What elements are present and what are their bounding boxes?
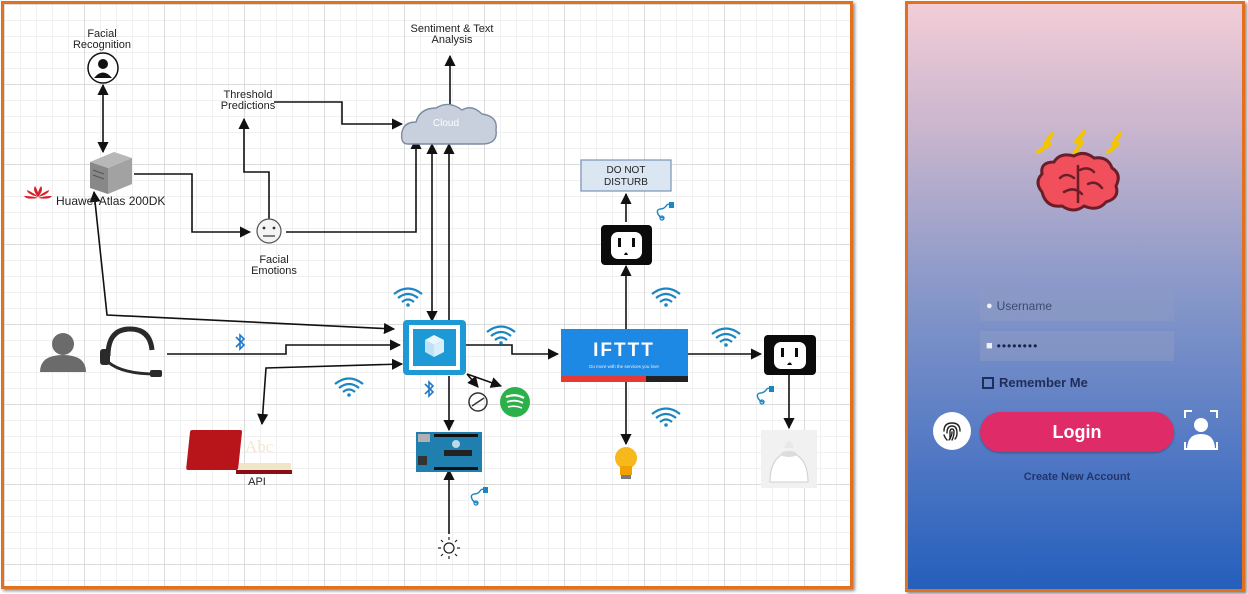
mobile-login-screen: ● Username ■ •••••••• Remember Me Login [905,1,1245,592]
wifi-icon [333,377,365,398]
user-icon: ● [986,300,993,312]
ifttt-banner: IFTTT Do more with the services you love [561,329,688,382]
diagram-canvas: Abc [24,52,817,559]
plug-icon [470,486,489,506]
smart-socket-icon [764,335,816,375]
password-field[interactable]: ■ •••••••• [980,331,1174,361]
link-emotions-to-threshold [238,117,270,220]
gauge-icon [468,392,488,412]
label-sentiment-analysis: Sentiment & Text Analysis [410,23,494,46]
label-facial-emotions: Facial Emotions [251,254,297,277]
arduino-board-icon [416,432,482,472]
bluetooth-icon [424,381,434,397]
login-button[interactable]: Login [980,412,1174,452]
do-not-disturb-sign: DO NOT DISTURB [580,159,672,192]
link-headset-to-hub [167,339,402,355]
fingerprint-button[interactable] [933,412,971,450]
smart-socket-icon [601,225,652,265]
fingerprint-icon [943,422,961,441]
dictionary-book-icon: Abc [186,430,292,474]
dnd-line-2: DISTURB [604,177,648,188]
wifi-icon [710,327,742,348]
cloud-icon [400,103,497,145]
link-hub-to-ifttt [466,344,560,360]
remember-me-checkbox[interactable] [982,376,994,389]
link-hub-to-spotify [466,373,503,388]
ifttt-tagline: Do more with the services you love [589,364,659,369]
user-silhouette-icon [40,333,86,372]
label-facial-recognition: Facial Recognition [72,28,132,51]
remember-me-row[interactable]: Remember Me [982,375,1088,390]
create-account-link[interactable]: Create New Account [1023,471,1131,483]
book-title: Abc [245,437,274,456]
remember-me-label: Remember Me [999,375,1088,390]
spotify-icon [500,387,530,417]
humidifier-icon [761,430,817,488]
server-icon [90,152,132,194]
link-hub-to-api [257,358,404,426]
system-diagram: Abc [1,1,853,589]
lock-icon: ■ [986,340,993,352]
username-field[interactable]: ● Username [980,291,1174,321]
light-bulb-icon [615,447,637,479]
link-emotions-to-cloud [286,137,422,233]
username-placeholder: Username [996,299,1053,313]
huawei-logo-icon [24,186,52,199]
label-api: API [248,476,266,488]
link-threshold-to-cloud [274,101,404,130]
wifi-icon [650,287,682,308]
label-cloud: Cloud [432,118,460,129]
wifi-icon [392,287,424,308]
face-id-icon[interactable] [1182,408,1220,452]
person-face-icon [87,52,119,84]
link-hub-to-atlas [89,190,396,335]
wifi-icon [485,325,517,346]
tablet-hub-icon [403,320,466,375]
plug-icon [656,201,675,221]
light-sensor-icon [438,537,460,559]
wifi-icon [650,407,682,428]
headset-icon [100,326,162,377]
plug-icon [756,385,775,405]
link-hub-to-gauge [466,373,479,388]
ifttt-logo-text: IFTTT [593,340,655,361]
connections [89,54,795,534]
label-threshold-predictions: Threshold Predictions [220,89,276,112]
label-huawei-atlas: Huawei Atlas 200DK [56,194,166,208]
dnd-line-1: DO NOT [607,165,646,176]
password-value: •••••••• [996,339,1039,353]
bluetooth-icon [235,334,245,350]
neutral-face-icon [256,218,282,244]
brain-logo-icon [1036,130,1122,212]
